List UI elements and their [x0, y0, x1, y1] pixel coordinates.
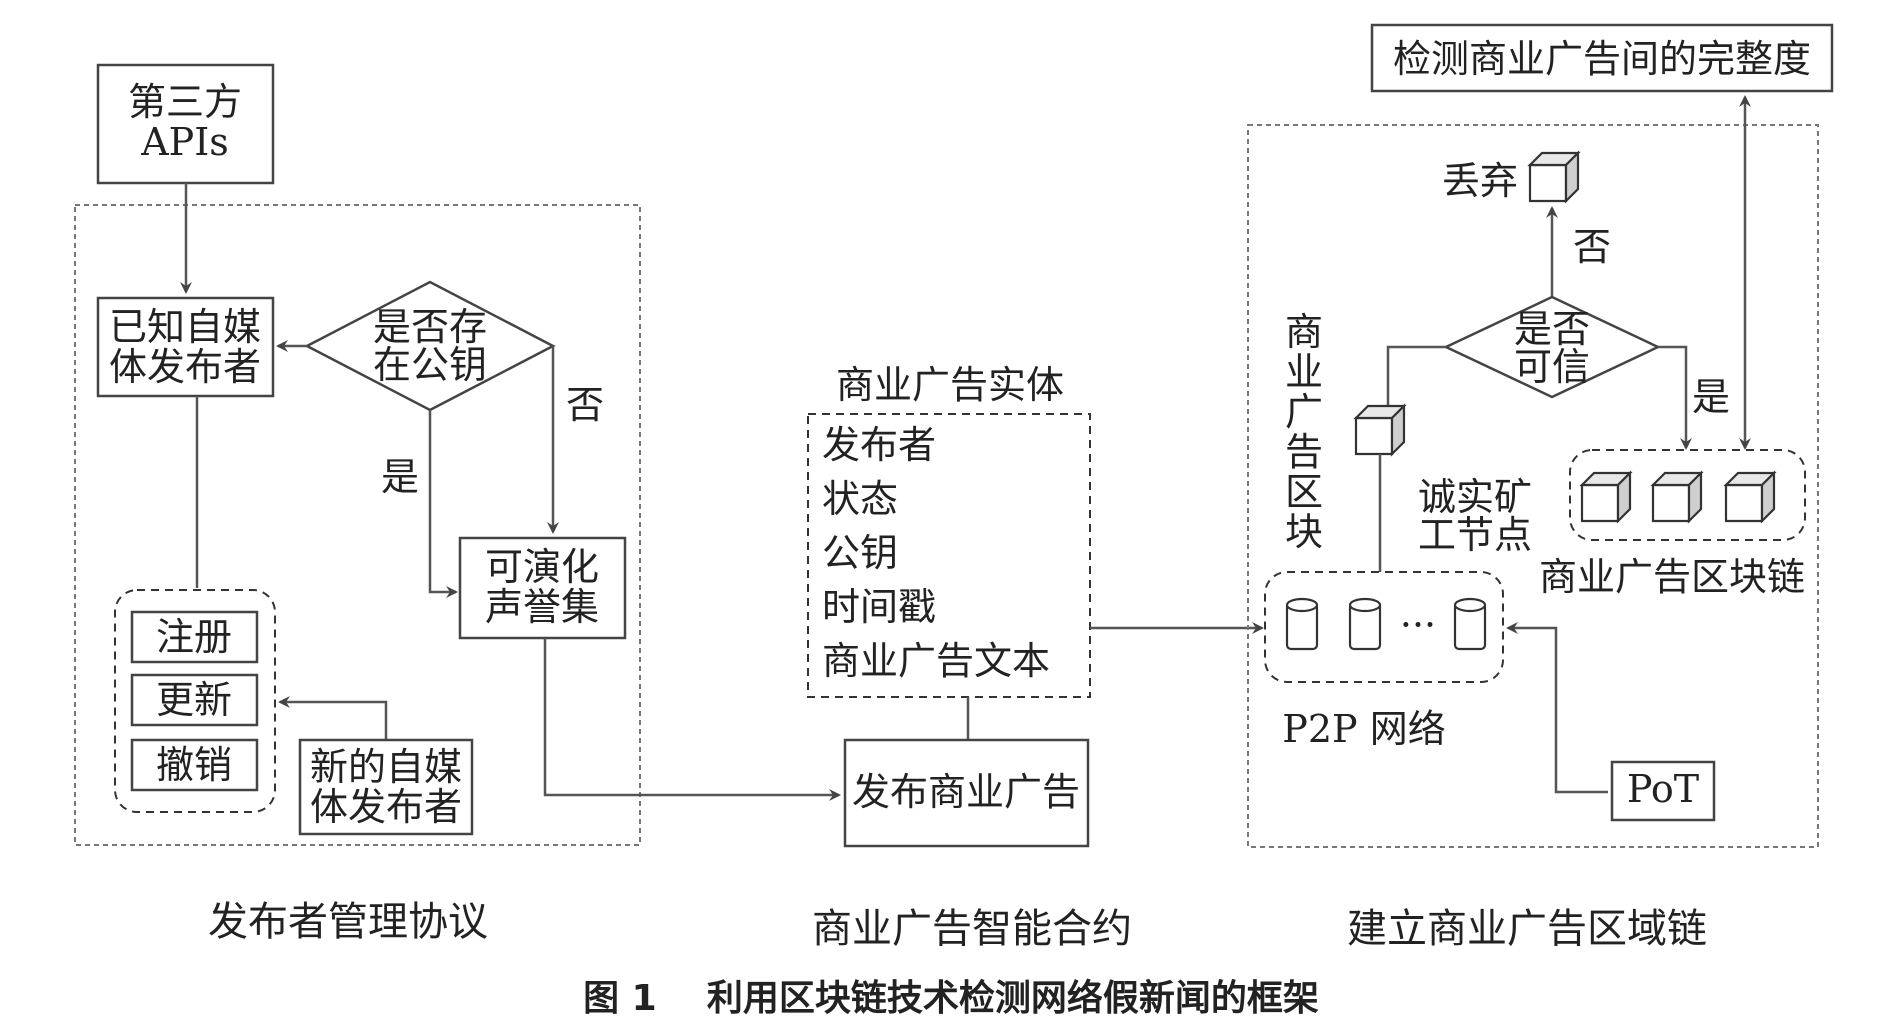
chain-block-2-icon	[1651, 471, 1703, 523]
entity-field-ad-text: 商业广告文本	[822, 639, 1050, 683]
ad-block-char-6: 块	[1285, 510, 1323, 554]
integrity-check-label: 检测商业广告间的完整度	[1393, 37, 1811, 81]
reputation-set-line1: 可演化	[485, 545, 599, 589]
entity-field-timestamp: 时间戳	[822, 585, 936, 629]
reputation-to-publish-arrow	[543, 638, 841, 801]
new-publisher-line2: 体发布者	[310, 785, 462, 829]
entity-field-public-key: 公钥	[822, 531, 898, 575]
pot-to-p2p-arrow	[1506, 622, 1608, 794]
trust-decision-line2: 可信	[1514, 345, 1590, 389]
no-label-right: 否	[1573, 225, 1611, 269]
figure-caption: 图 1 利用区块链技术检测网络假新闻的框架	[583, 977, 1319, 1019]
public-key-decision-line2: 在公钥	[373, 343, 487, 387]
trusted-to-chain-arrow	[1658, 345, 1692, 450]
revoke-label: 撤销	[156, 743, 232, 787]
publisher-management-section: 第三方 APIs 已知自媒 体发布者 是否存 在公钥 否 是 可演化 声誉集 注…	[74, 63, 641, 945]
node-ellipsis: ···	[1400, 603, 1436, 647]
ad-block-char-4: 告	[1285, 430, 1323, 474]
no-label: 否	[566, 383, 604, 427]
third-party-apis-line1: 第三方	[128, 80, 242, 124]
revoke-button	[130, 738, 259, 792]
update-button	[130, 673, 259, 727]
known-publisher-line1: 已知自媒	[109, 305, 261, 349]
reputation-set-box	[458, 536, 627, 640]
node-2-icon	[1348, 597, 1382, 651]
discard-cube-icon	[1528, 151, 1580, 203]
ad-block-char-2: 业	[1285, 350, 1323, 394]
publish-ad-box	[843, 738, 1090, 848]
discard-label: 丢弃	[1442, 159, 1518, 203]
yes-label-right: 是	[1692, 375, 1730, 419]
honest-miner-line1: 诚实矿	[1418, 475, 1532, 519]
entity-field-status: 状态	[822, 477, 898, 521]
smart-contract-section: 商业广告实体 发布者 状态 公钥 时间戳 商业广告文本 发布商业广告 商业广告智…	[543, 363, 1264, 952]
blockchain-section-label: 建立商业广告区域链	[1347, 906, 1707, 952]
new-publisher-to-update-arrow	[278, 696, 388, 740]
node-n-icon	[1453, 597, 1487, 651]
ad-entity-box	[807, 413, 1091, 698]
chain-block-1-icon	[1580, 471, 1632, 523]
trust-decision-line1: 是否	[1514, 307, 1590, 351]
ad-block-to-decision-line	[1386, 345, 1446, 405]
blockchain-section-frame	[1247, 124, 1819, 848]
entity-field-publisher: 发布者	[822, 423, 936, 467]
update-label: 更新	[156, 678, 232, 722]
reputation-set-line2: 声誉集	[485, 585, 599, 629]
new-publisher-line1: 新的自媒	[310, 745, 462, 789]
ad-block-cube-icon	[1354, 404, 1406, 456]
ad-block-char-1: 商	[1285, 310, 1323, 354]
register-button	[130, 610, 259, 664]
honest-miner-line2: 工节点	[1418, 513, 1532, 557]
ad-block-char-3: 广	[1285, 390, 1323, 434]
publisher-section-label: 发布者管理协议	[208, 899, 488, 945]
register-label: 注册	[156, 615, 232, 659]
blockchain-section: 检测商业广告间的完整度 丢弃 否 是否 可信 是 商 业 广 告 区 块 诚实矿…	[1247, 23, 1834, 952]
known-publisher-box	[96, 296, 275, 398]
p2p-network-group	[1264, 571, 1504, 683]
pot-box	[1610, 760, 1716, 822]
yes-label: 是	[381, 455, 419, 499]
smart-contract-section-label: 商业广告智能合约	[812, 906, 1132, 952]
ad-block-char-5: 区	[1285, 470, 1323, 514]
node-1-icon	[1285, 597, 1319, 651]
chain-block-3-icon	[1724, 471, 1776, 523]
known-publisher-line2: 体发布者	[109, 345, 261, 389]
public-key-decision-line1: 是否存	[373, 305, 487, 349]
third-party-apis-line2: APIs	[140, 120, 229, 164]
publisher-section-frame	[74, 204, 641, 846]
publish-ad-label: 发布商业广告	[852, 770, 1080, 814]
ad-blockchain-label: 商业广告区块链	[1539, 555, 1805, 599]
pot-label: PoT	[1627, 767, 1699, 811]
actions-group	[114, 589, 276, 813]
integrity-check-box	[1370, 23, 1834, 93]
yes-branch-arrow	[428, 410, 458, 598]
p2p-network-label: P2P 网络	[1282, 707, 1445, 751]
ad-entity-title: 商业广告实体	[836, 363, 1064, 407]
new-publisher-box	[298, 738, 474, 836]
